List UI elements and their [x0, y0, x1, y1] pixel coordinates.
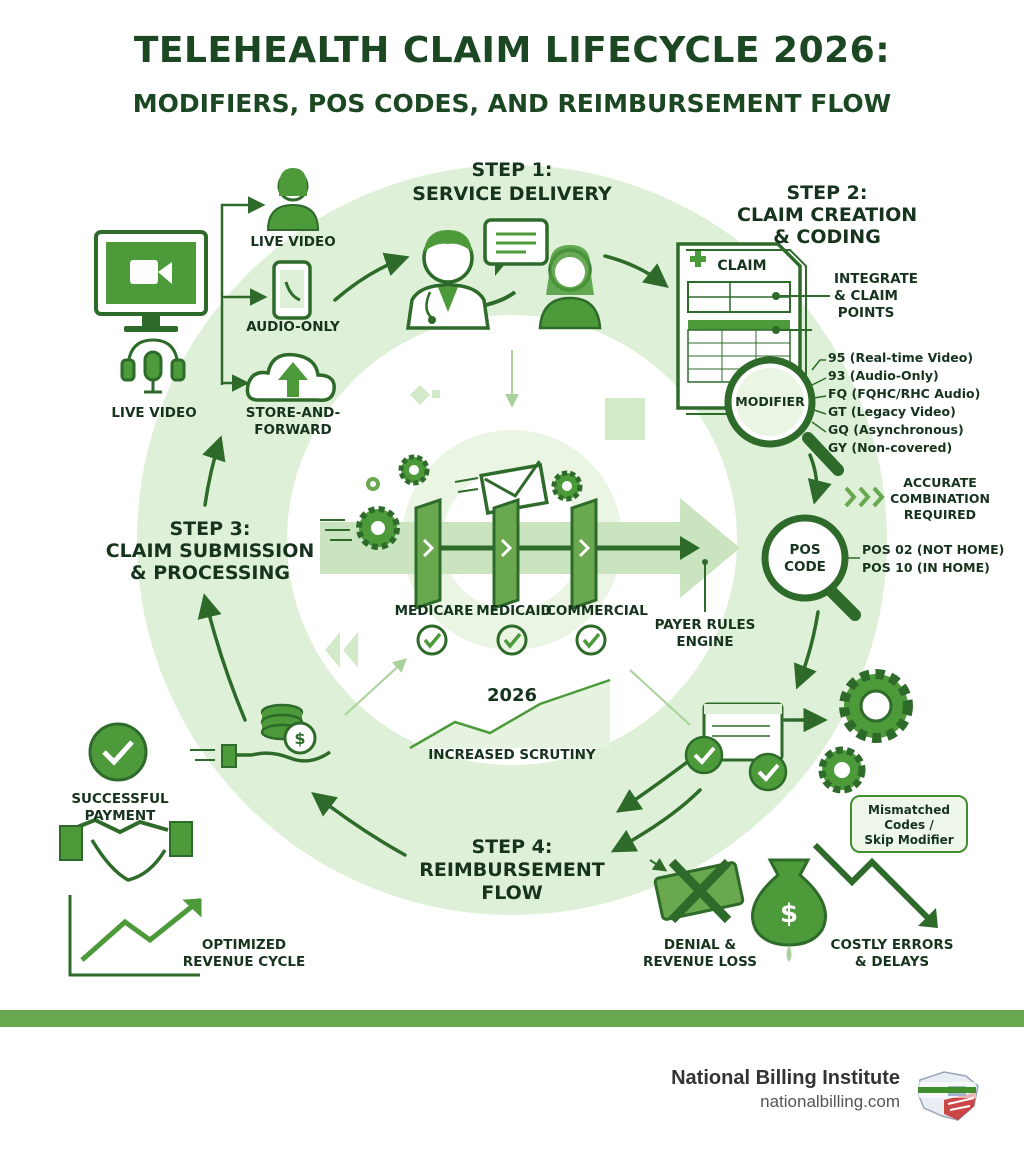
svg-text:$: $ — [294, 729, 305, 748]
accuracy-label-line2: COMBINATION — [890, 491, 990, 506]
step1-heading: STEP 1: — [471, 159, 553, 181]
scrutiny-trend-icon — [409, 678, 611, 750]
accuracy-label-line1: ACCURATE — [903, 475, 977, 490]
step2-name-line1: CLAIM CREATION — [737, 204, 918, 226]
integrate-label-line2: & CLAIM — [834, 288, 898, 304]
device-connectors — [220, 196, 268, 392]
cloud-upload-icon — [245, 352, 336, 403]
scrutiny-label: INCREASED SCRUTINY — [428, 747, 596, 763]
denial-label-line1: DENIAL & — [663, 937, 737, 953]
revenue-trend-icon — [68, 895, 202, 977]
scrutiny-year: 2026 — [486, 685, 538, 706]
payer-check-icons — [416, 624, 607, 656]
money-bag-icon: $ — [751, 858, 827, 962]
brand-block: National Billing Institute nationalbilli… — [671, 1067, 900, 1112]
monitor-icon — [94, 230, 208, 332]
errors-label-line1: COSTLY ERRORS — [830, 937, 954, 953]
step4-name-line2: FLOW — [481, 882, 543, 904]
modifier-item: 93 (Audio-Only) — [828, 368, 939, 383]
brand-logo-icon — [916, 1071, 979, 1121]
step1-name: SERVICE DELIVERY — [412, 183, 612, 205]
payer-commercial: COMMERCIAL — [546, 603, 648, 619]
patient-icon — [538, 245, 602, 330]
doctor-icon — [405, 230, 517, 330]
modifier-item: GT (Legacy Video) — [828, 404, 956, 419]
woman-avatar-icon — [266, 168, 320, 231]
integrate-label-line1: INTEGRATE — [833, 271, 919, 287]
store-forward-label-line2: FORWARD — [254, 422, 332, 438]
errors-label-line2: & DELAYS — [854, 954, 930, 970]
audio-only-label: AUDIO-ONLY — [246, 319, 340, 335]
svg-text:$: $ — [780, 899, 798, 929]
main-title: TELEHEALTH CLAIM LIFECYCLE 2026: — [133, 30, 891, 71]
faint-arrows — [344, 350, 691, 726]
rules-engine-label-line1: PAYER RULES — [654, 617, 756, 633]
modifier-item: GY (Non-covered) — [828, 440, 953, 455]
approval-check-icons — [684, 735, 788, 792]
step4-name-line1: REIMBURSEMENT — [419, 859, 605, 881]
payment-label-line2: PAYMENT — [84, 808, 156, 824]
store-forward-label-line1: STORE-AND- — [245, 405, 341, 421]
brand-name: National Billing Institute — [671, 1067, 900, 1089]
handshake-icon — [59, 817, 193, 882]
pos-code-item: POS 10 (IN HOME) — [862, 560, 990, 575]
modifier-item: GQ (Asynchronous) — [828, 422, 964, 437]
ring-arrows — [197, 252, 832, 857]
step3-heading: STEP 3: — [169, 518, 251, 540]
success-check-icon — [88, 722, 148, 782]
mismatch-callout-line2: Codes / — [884, 818, 934, 832]
gear-icons — [320, 454, 583, 550]
mismatch-callout-line3: Skip Modifier — [864, 833, 954, 847]
modifier-magnifier-icon — [724, 356, 844, 476]
integrate-label-line3: POINTS — [837, 305, 895, 321]
footer-accent-bar — [0, 1010, 1024, 1027]
payer-medicare: MEDICARE — [394, 603, 474, 619]
browser-window-icon — [702, 702, 784, 762]
rules-engine-label-line2: ENGINE — [676, 634, 734, 650]
pos-magnifier-icon — [761, 514, 861, 621]
coins-hand-icon: $ — [190, 703, 332, 768]
decline-arrow-icon — [812, 842, 938, 928]
payment-label-line1: SUCCESSFUL — [71, 791, 169, 807]
diagram-canvas: $ — [59, 165, 938, 977]
live-video-left-label: LIVE VIDEO — [111, 405, 197, 421]
step4-heading: STEP 4: — [471, 836, 553, 858]
payer-medicaid: MEDICAID — [476, 603, 552, 619]
claim-form-label: CLAIM — [717, 258, 767, 274]
chat-bubble-icon — [483, 218, 549, 276]
step3-name-line1: CLAIM SUBMISSION — [105, 540, 315, 562]
modifier-list: 95 (Real-time Video) 93 (Audio-Only) FQ … — [828, 350, 1008, 462]
revenue-label-line1: OPTIMIZED — [201, 937, 287, 953]
headset-icon — [120, 338, 186, 394]
modifier-item: FQ (FQHC/RHC Audio) — [828, 386, 981, 401]
step2-heading: STEP 2: — [786, 182, 868, 204]
step2-name-line2: & CODING — [773, 226, 881, 248]
accuracy-label-line3: REQUIRED — [903, 507, 977, 522]
pos-label-line2: CODE — [784, 559, 826, 575]
brand-url: nationalbilling.com — [760, 1092, 900, 1111]
mismatch-callout: Mismatched Codes / Skip Modifier — [850, 795, 968, 853]
mismatch-callout-line1: Mismatched — [868, 803, 950, 817]
modifier-label: MODIFIER — [735, 394, 805, 409]
pos-code-item: POS 02 (NOT HOME) — [862, 542, 1005, 557]
live-video-label: LIVE VIDEO — [250, 234, 336, 250]
pos-label-line1: POS — [789, 542, 821, 558]
chevron-icons — [844, 486, 885, 508]
denied-cash-icon — [649, 857, 745, 924]
payer-gates — [414, 497, 708, 612]
denial-label-line2: REVENUE LOSS — [643, 954, 757, 970]
subtitle: MODIFIERS, POS CODES, AND REIMBURSEMENT … — [132, 89, 892, 118]
phone-icon — [272, 260, 312, 320]
step3-name-line2: & PROCESSING — [130, 562, 290, 584]
modifier-item: 95 (Real-time Video) — [828, 350, 974, 365]
faint-decorations — [325, 385, 645, 668]
modifier-connectors — [807, 359, 827, 451]
processing-gear-icons — [818, 669, 913, 794]
revenue-label-line2: REVENUE CYCLE — [182, 954, 306, 970]
